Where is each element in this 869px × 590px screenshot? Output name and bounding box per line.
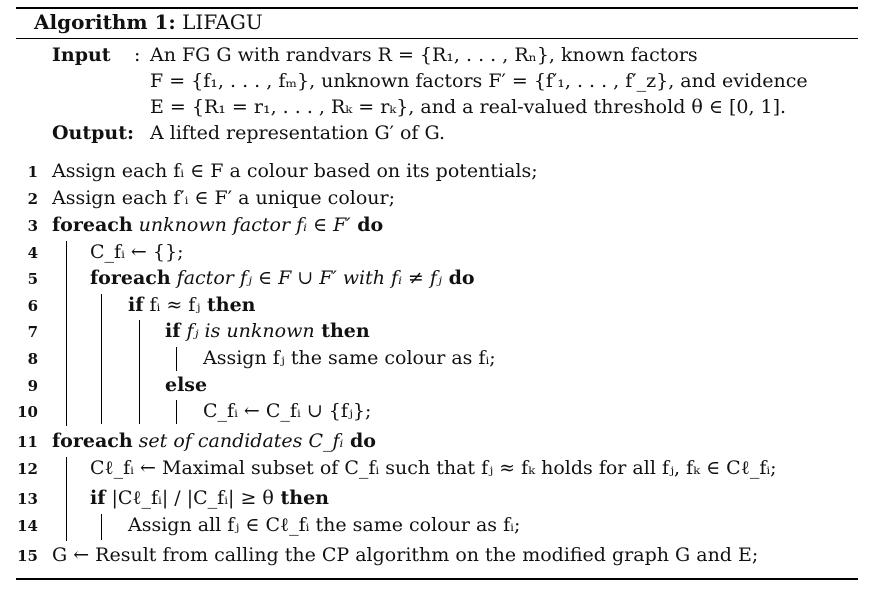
step-line: C_fᵢ ← C_fᵢ ∪ {fⱼ}; — [203, 400, 371, 422]
step-line: Assign each fᵢ ∈ F a colour based on its… — [52, 160, 538, 182]
step-line: foreach set of candidates C_fᵢ do — [52, 430, 376, 452]
step-line: Assign each f′ᵢ ∈ F′ a unique colour; — [52, 187, 395, 209]
input-line-1: An FG G with randvars R = {R₁, . . . , R… — [150, 44, 698, 66]
step-number: 11 — [17, 433, 38, 451]
step-text: G ← Result from calling the CP algorithm… — [52, 544, 759, 566]
top-rule — [16, 7, 858, 9]
step-keyword: if — [128, 294, 144, 316]
step-text: unknown factor fᵢ ∈ F′ — [132, 214, 351, 236]
step-keyword: if — [165, 320, 181, 342]
step-number: 6 — [27, 297, 38, 315]
step-number: 3 — [27, 217, 38, 235]
step-text: Cℓ_fᵢ ← Maximal subset of C_fᵢ such that… — [90, 457, 777, 479]
step-keyword: else — [165, 374, 208, 396]
block-bar-foreach-11 — [66, 457, 67, 541]
step-text: Assign all fⱼ ∈ Cℓ_fᵢ the same colour as… — [128, 514, 521, 536]
input-line-3: E = {R₁ = r₁, . . . , Rₖ = rₖ}, and a re… — [150, 96, 787, 118]
step-line: Cℓ_fᵢ ← Maximal subset of C_fᵢ such that… — [90, 457, 777, 480]
algorithm-name: LIFAGU — [182, 10, 263, 34]
step-keyword-end: do — [441, 267, 475, 289]
step-keyword-end: then — [273, 487, 329, 509]
step-keyword: if — [90, 487, 106, 509]
step-number: 15 — [17, 547, 38, 565]
block-bar-foreach-3 — [66, 241, 67, 426]
step-number: 14 — [17, 517, 38, 535]
step-keyword: foreach — [90, 267, 171, 289]
step-line: C_fᵢ ← {}; — [90, 241, 183, 263]
block-bar-if-7 — [176, 347, 177, 371]
step-line: Assign all fⱼ ∈ Cℓ_fᵢ the same colour as… — [128, 514, 520, 537]
header-rule — [16, 38, 858, 39]
step-keyword: foreach — [52, 214, 133, 236]
input-line-2: F = {f₁, . . . , fₘ}, unknown factors F′… — [150, 70, 808, 92]
step-keyword-end: then — [200, 294, 256, 316]
step-text: set of candidates C_fᵢ — [132, 430, 344, 452]
step-line: if fᵢ ≈ fⱼ then — [128, 294, 255, 316]
step-text: factor fⱼ ∈ F ∪ F′ with fᵢ ≠ fⱼ — [170, 267, 442, 289]
input-separator: : — [134, 44, 141, 66]
step-text: Assign each fᵢ ∈ F a colour based on its… — [52, 160, 538, 182]
step-text: fᵢ ≈ fⱼ — [143, 294, 201, 316]
step-number: 9 — [27, 377, 38, 395]
step-keyword-end: do — [343, 430, 376, 452]
block-bar-if-13 — [101, 514, 102, 540]
output-label: Output: — [52, 122, 135, 144]
step-line: G ← Result from calling the CP algorithm… — [52, 544, 758, 566]
step-number: 12 — [17, 460, 38, 478]
step-text: Assign each f′ᵢ ∈ F′ a unique colour; — [52, 187, 395, 209]
output-text: A lifted representation G′ of G. — [150, 122, 446, 144]
step-number: 2 — [27, 190, 38, 208]
step-number: 4 — [27, 244, 38, 262]
algorithm-label: Algorithm 1: — [34, 10, 176, 34]
step-number: 5 — [27, 270, 38, 288]
step-text: |Cℓ_fᵢ| / |C_fᵢ| ≥ θ — [105, 487, 274, 509]
step-text: fⱼ is unknown — [180, 320, 315, 342]
step-line: Assign fⱼ the same colour as fᵢ; — [203, 347, 496, 369]
step-text: C_fᵢ ← C_fᵢ ∪ {fⱼ}; — [203, 400, 372, 422]
block-bar-foreach-5 — [101, 294, 102, 424]
step-line: else — [165, 374, 207, 396]
step-line: foreach unknown factor fᵢ ∈ F′ do — [52, 214, 383, 236]
step-number: 7 — [27, 323, 38, 341]
step-number: 8 — [27, 350, 38, 368]
step-keyword-end: then — [314, 320, 370, 342]
block-bar-else-9 — [176, 400, 177, 424]
step-number: 1 — [27, 163, 38, 181]
step-keyword: foreach — [52, 430, 133, 452]
step-line: if |Cℓ_fᵢ| / |C_fᵢ| ≥ θ then — [90, 487, 329, 510]
step-line: if fⱼ is unknown then — [165, 320, 370, 342]
step-text: C_fᵢ ← {}; — [90, 241, 184, 263]
algorithm-caption: Algorithm 1: LIFAGU — [34, 10, 263, 34]
step-line: foreach factor fⱼ ∈ F ∪ F′ with fᵢ ≠ fⱼ … — [90, 267, 475, 289]
step-number: 10 — [17, 403, 38, 421]
step-text: Assign fⱼ the same colour as fᵢ; — [203, 347, 496, 369]
block-bar-if-6 — [139, 320, 140, 424]
step-number: 13 — [17, 490, 38, 508]
bottom-rule — [16, 578, 858, 580]
step-keyword-end: do — [350, 214, 384, 236]
input-label: Input — [52, 44, 111, 66]
